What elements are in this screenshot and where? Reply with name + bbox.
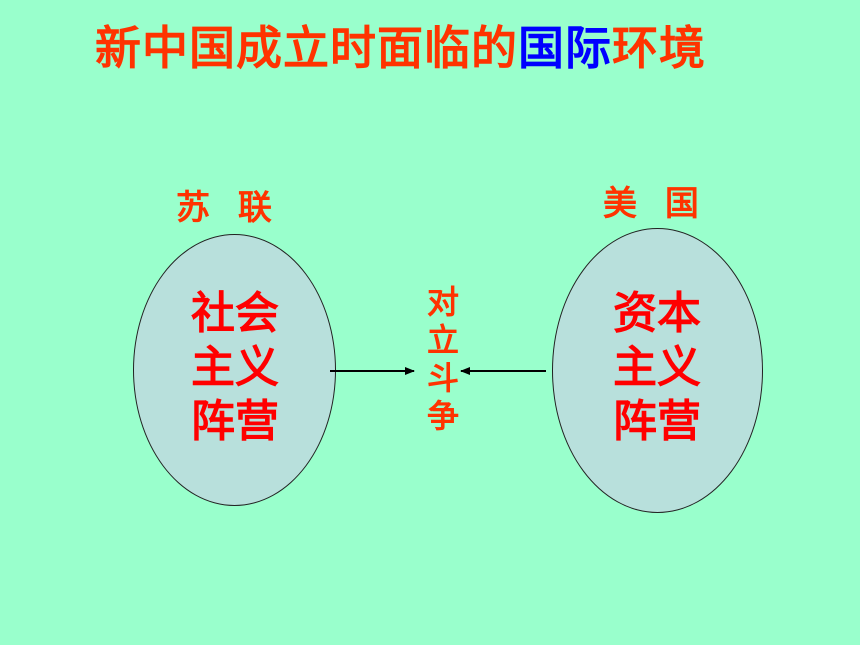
title-highlight: 国际	[518, 21, 612, 75]
country-label-ussr: 苏 联	[176, 188, 280, 228]
socialist-camp-label: 社会 主义 阵营	[160, 287, 310, 449]
socialist-camp-line1: 社会	[191, 288, 279, 339]
country-label-usa: 美 国	[603, 184, 707, 224]
capitalist-camp-label: 资本 主义 阵营	[582, 287, 732, 449]
capitalist-camp-line2: 主义	[613, 342, 701, 393]
slide-title: 新中国成立时面临的国际环境	[95, 18, 745, 78]
title-part2: 环境	[612, 21, 706, 75]
capitalist-camp-line3: 阵营	[613, 396, 701, 447]
capitalist-camp-line1: 资本	[613, 288, 701, 339]
title-part1: 新中国成立时面临的	[95, 21, 518, 75]
socialist-camp-line3: 阵营	[191, 396, 279, 447]
socialist-camp-line2: 主义	[191, 342, 279, 393]
ellipse-socialist-camp	[133, 234, 336, 506]
ellipse-capitalist-camp	[552, 228, 763, 513]
confrontation-label: 对立斗争	[422, 285, 460, 437]
